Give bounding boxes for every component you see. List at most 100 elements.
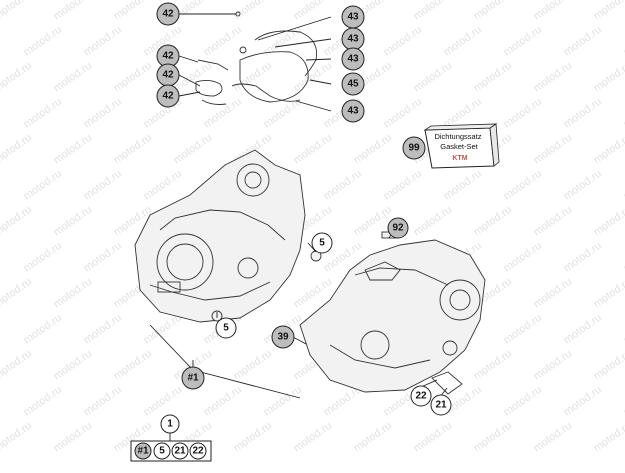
callout-99[interactable]: 99 — [402, 136, 426, 160]
shaft-bore-right — [442, 340, 458, 356]
watermark-text: motod.ru — [0, 0, 34, 22]
kit-legend-item-22[interactable]: 22 — [189, 442, 207, 460]
watermark-text: motod.ru — [52, 204, 94, 239]
gasket-upper — [254, 30, 318, 77]
callout-5a[interactable]: 5 — [311, 232, 333, 254]
cover-gasket — [239, 51, 309, 103]
crankcase-right — [299, 231, 486, 395]
watermark-text: motod.ru — [502, 384, 544, 419]
watermark-text: motod.ru — [532, 132, 574, 167]
watermark-text: motod.ru — [232, 60, 274, 95]
kit-legend-item-5[interactable]: 5 — [153, 442, 171, 460]
leader-43c — [305, 58, 332, 61]
watermark-text: motod.ru — [112, 60, 154, 95]
callout-92[interactable]: 92 — [387, 217, 409, 239]
watermark-text: motod.ru — [412, 204, 454, 239]
callout-42d[interactable]: 42 — [156, 84, 180, 108]
watermark-text: motod.ru — [232, 348, 274, 383]
callout-39[interactable]: 39 — [271, 325, 295, 349]
leader-43d — [295, 100, 332, 112]
leader-45 — [309, 79, 332, 85]
watermark-text: motod.ru — [142, 168, 184, 203]
watermark-text: motod.ru — [0, 420, 34, 455]
watermark-text: motod.ru — [622, 96, 625, 131]
watermark-text: motod.ru — [52, 132, 94, 167]
bracket-left — [157, 281, 181, 293]
watermark-text: motod.ru — [382, 168, 424, 203]
watermark-text: motod.ru — [592, 60, 625, 95]
svg-text:22: 22 — [415, 391, 427, 402]
watermark-text: motod.ru — [562, 96, 604, 131]
kit-legend-item-21[interactable]: 21 — [171, 442, 189, 460]
watermark-text: motod.ru — [412, 0, 454, 22]
watermark-text: motod.ru — [352, 132, 394, 167]
watermark-text: motod.ru — [142, 312, 184, 347]
casting-rib-left-a — [159, 209, 286, 241]
watermark-text: motod.ru — [22, 312, 64, 347]
watermark-text: motod.ru — [22, 384, 64, 419]
svg-text:21: 21 — [435, 400, 447, 411]
callout-22[interactable]: 22 — [410, 385, 432, 407]
kit-box-title: Dichtungssatz — [434, 132, 481, 141]
watermark-text: motod.ru — [22, 240, 64, 275]
gasket-strip — [231, 83, 301, 102]
watermark-text: motod.ru — [0, 60, 34, 95]
watermark-text: motod.ru — [22, 24, 64, 59]
svg-text:21: 21 — [174, 446, 186, 457]
watermark-text: motod.ru — [562, 24, 604, 59]
watermark-text: motod.ru — [532, 420, 574, 455]
seal-small-a — [197, 59, 229, 71]
casting-rib-left-b — [149, 281, 271, 301]
callout-42a[interactable]: 42 — [156, 2, 180, 26]
watermark-text: motod.ru — [412, 60, 454, 95]
callout-1[interactable]: 1 — [160, 414, 180, 434]
kit-box-brand: KTM — [452, 155, 467, 162]
watermark-text: motod.ru — [532, 60, 574, 95]
kit-legend-item-1[interactable]: #1 — [134, 442, 152, 460]
drain-plug-assembly — [431, 371, 463, 395]
watermark-text: motod.ru — [0, 348, 34, 383]
callout-42c[interactable]: 42 — [156, 63, 180, 87]
callout-45[interactable]: 45 — [341, 72, 365, 96]
svg-text:45: 45 — [347, 79, 359, 90]
crankcase-right-body — [299, 239, 486, 393]
watermark-text: motod.ru — [442, 168, 484, 203]
watermark-text: motod.ru — [502, 24, 544, 59]
watermark-text: motod.ru — [352, 420, 394, 455]
watermark-text: motod.ru — [472, 204, 514, 239]
leader-42d — [178, 91, 201, 97]
watermark-text: motod.ru — [52, 420, 94, 455]
kit-legend: #1 5 21 22 — [130, 440, 212, 462]
watermark-text: motod.ru — [52, 60, 94, 95]
callout-43b[interactable]: 43 — [341, 27, 365, 51]
watermark-text: motod.ru — [592, 132, 625, 167]
watermark-text: motod.ru — [52, 0, 94, 22]
watermark-text: motod.ru — [382, 96, 424, 131]
watermark-text: motod.ru — [82, 312, 124, 347]
watermark-text: motod.ru — [532, 276, 574, 311]
watermark-text: motod.ru — [622, 384, 625, 419]
bearing-housing-right — [439, 279, 481, 321]
callout-43d[interactable]: 43 — [341, 99, 365, 123]
callout-43a[interactable]: 43 — [341, 5, 365, 29]
watermark-text: motod.ru — [412, 420, 454, 455]
svg-text:42: 42 — [162, 91, 174, 102]
watermark-text: motod.ru — [382, 24, 424, 59]
watermark-text: motod.ru — [502, 96, 544, 131]
watermark-text: motod.ru — [232, 420, 274, 455]
callout-21[interactable]: 21 — [430, 394, 452, 416]
watermark-text: motod.ru — [472, 348, 514, 383]
leader-42b — [178, 55, 199, 63]
svg-text:5: 5 — [223, 323, 229, 334]
crankcase-left — [134, 149, 322, 323]
shaft-bore-left — [237, 257, 259, 279]
watermark-text: motod.ru — [532, 204, 574, 239]
callout-43c[interactable]: 43 — [341, 47, 365, 71]
callout-1-label[interactable]: #1 — [181, 366, 205, 390]
callout-5b[interactable]: 5 — [215, 317, 237, 339]
leader-39 — [292, 336, 307, 345]
crank-bore-inner-left — [166, 243, 204, 281]
bearing-housing-left — [236, 163, 270, 197]
watermark-text: motod.ru — [622, 312, 625, 347]
